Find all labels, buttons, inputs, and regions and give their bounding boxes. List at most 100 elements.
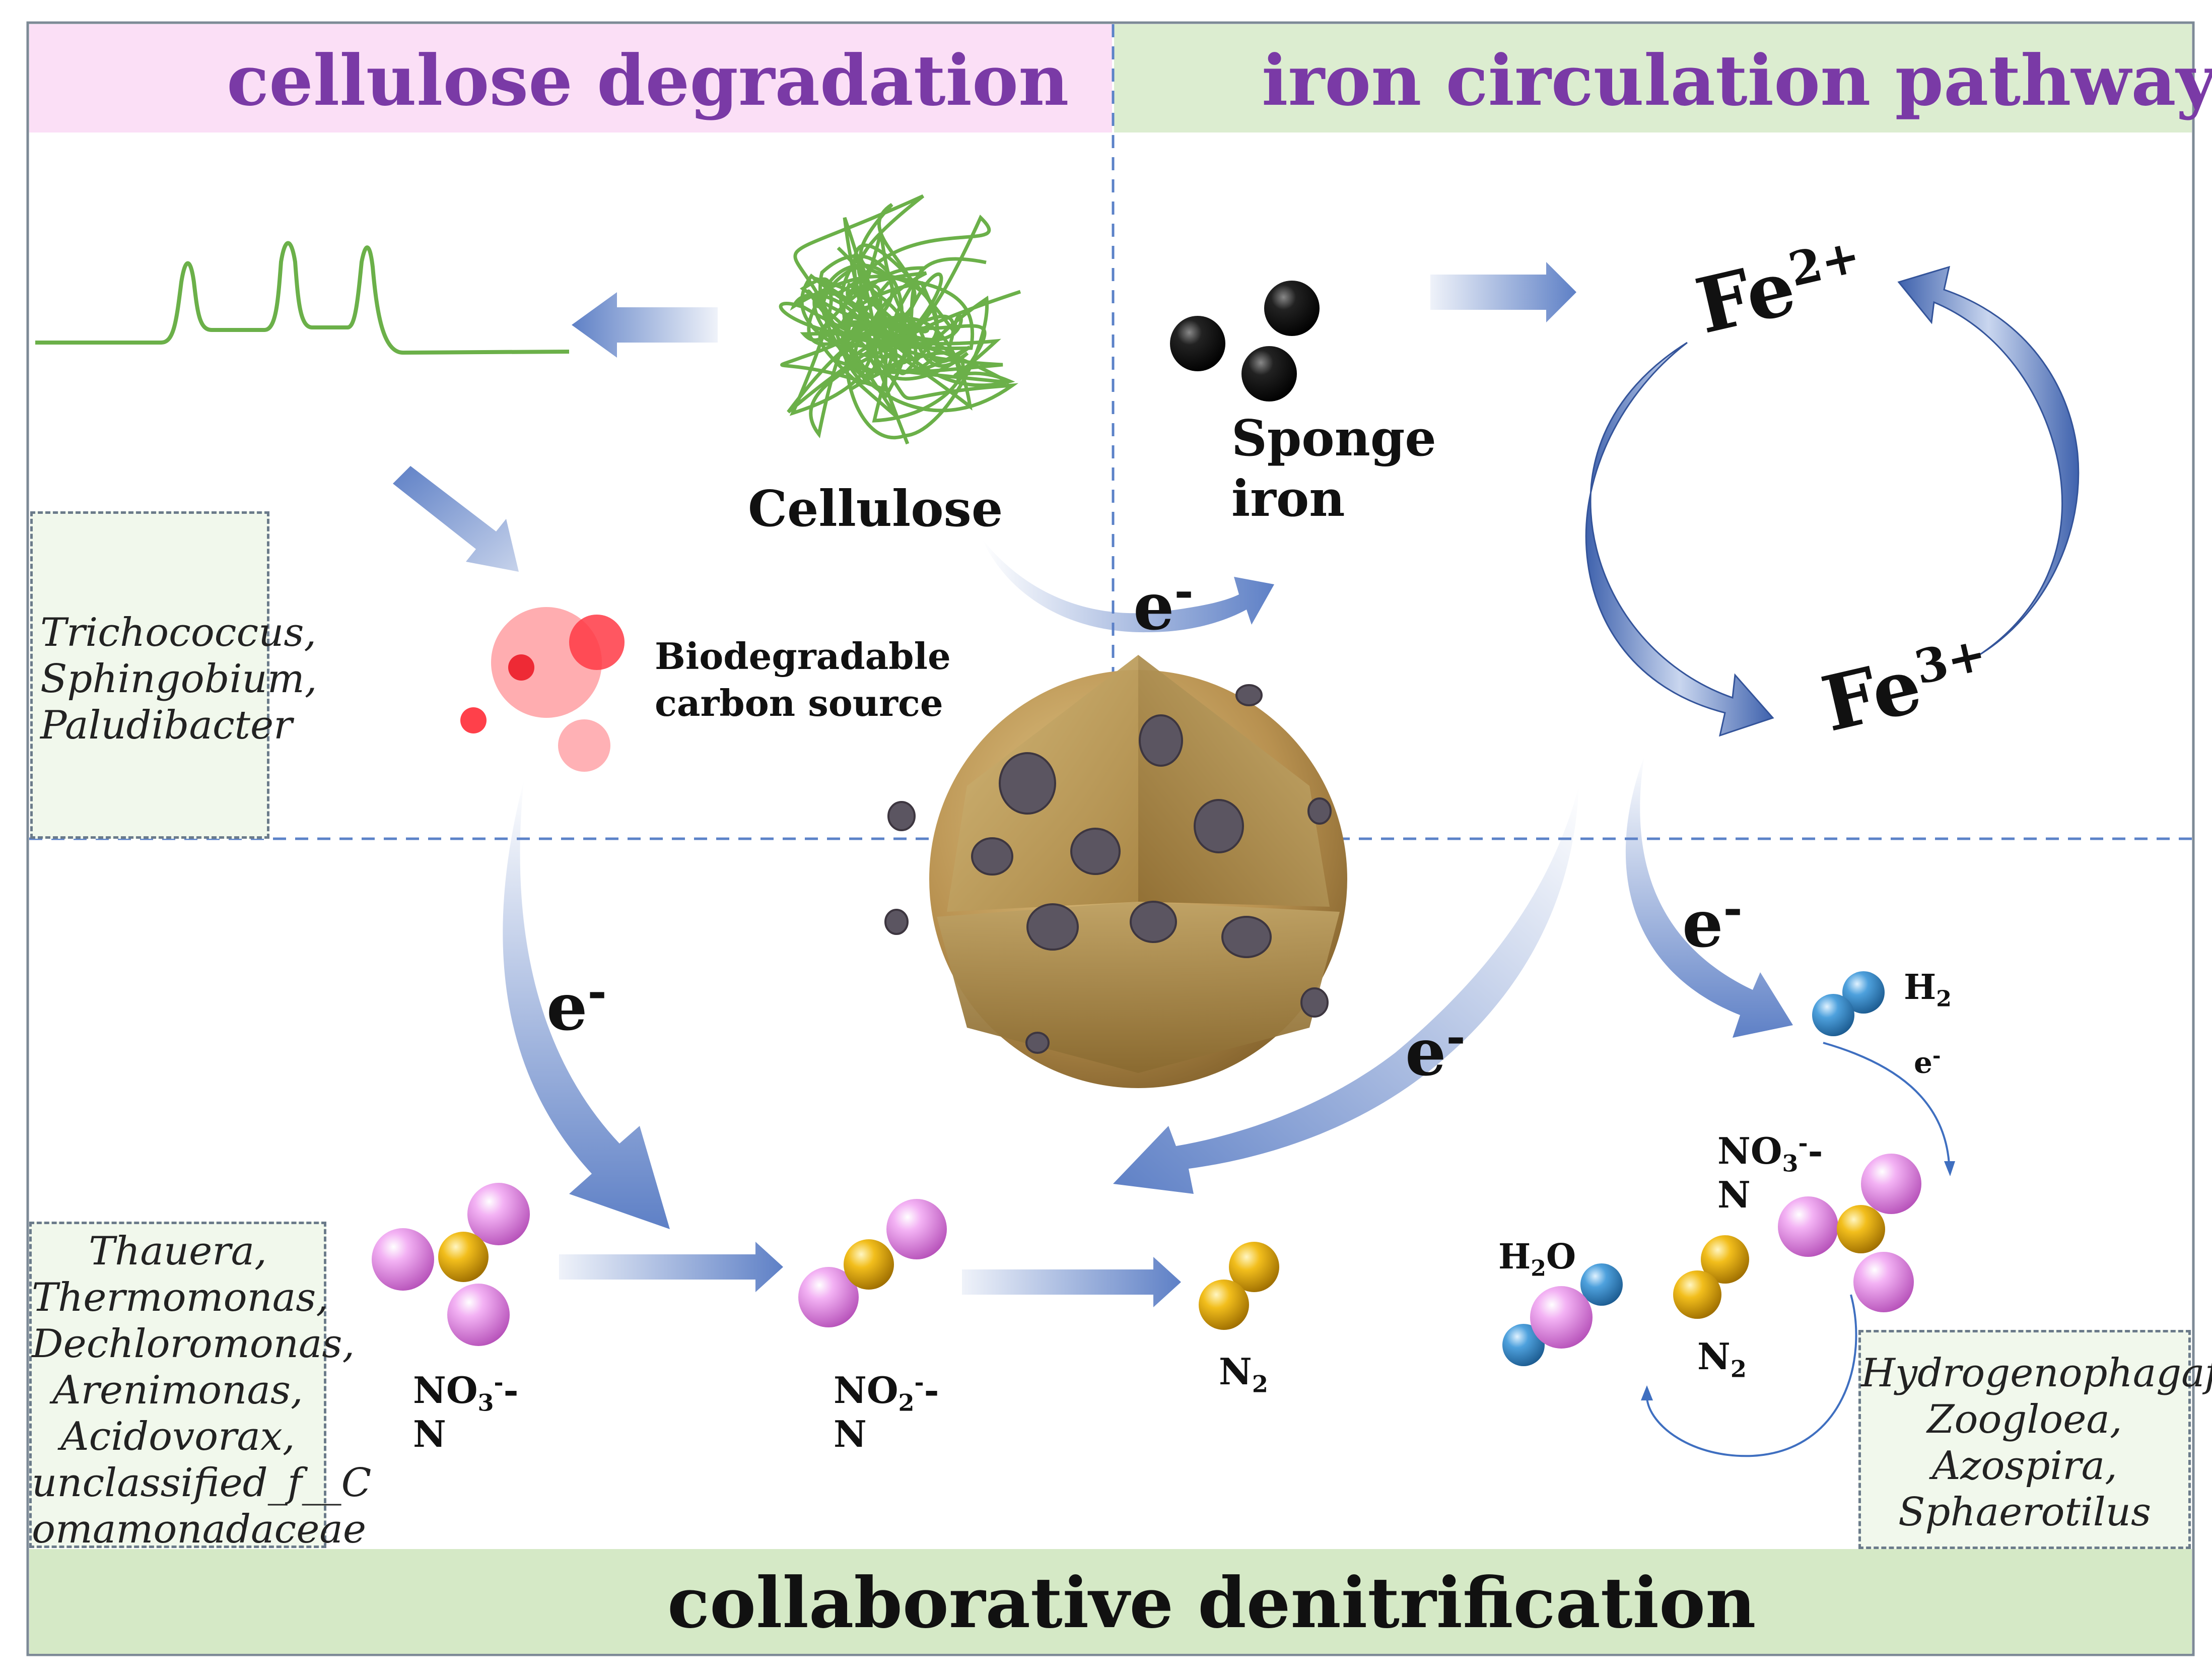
arrow-cellulose-to-peaks bbox=[572, 292, 718, 358]
carbon-source-label-line2: carbon source bbox=[655, 682, 943, 724]
electron-symbol: e bbox=[1405, 1015, 1446, 1091]
electron-label-carbon: e- bbox=[546, 967, 607, 1041]
bead-cross-section-icon bbox=[884, 655, 1347, 1088]
electron-charge: - bbox=[1723, 881, 1743, 935]
hydrogenotroph-species: Zoogloea, bbox=[1927, 1397, 2122, 1443]
cellulose-panel-title: cellulose degradation bbox=[227, 39, 1069, 121]
electron-label-cellulose: e- bbox=[1133, 567, 1194, 641]
electron-charge: - bbox=[1446, 1010, 1466, 1064]
h2-symbol: H bbox=[1904, 967, 1937, 1008]
sponge-iron-label-line2: iron bbox=[1231, 470, 1345, 528]
n2-molecule-right-icon bbox=[1673, 1235, 1749, 1319]
h2o-label: H2O bbox=[1498, 1239, 1576, 1281]
h2o-molecule-icon bbox=[1502, 1263, 1623, 1366]
cellulose-header-band bbox=[29, 24, 1112, 132]
denitrifier-species: Thauera, bbox=[89, 1229, 267, 1274]
no2-dash: - bbox=[924, 1369, 939, 1412]
degrader-species: Sphingobium, bbox=[40, 656, 317, 702]
no3-symbol: NO bbox=[413, 1369, 478, 1412]
denitrification-footer-band bbox=[29, 1549, 2192, 1654]
degraders-species-box: Trichococcus, Sphingobium, Paludibacter bbox=[30, 511, 317, 839]
no3-label-right: NO3-- N bbox=[1717, 1131, 1823, 1214]
electron-label-bead: e- bbox=[1405, 1013, 1466, 1087]
denitrifiers-species-box: Thauera, Thermomonas, Dechloromonas, Are… bbox=[29, 1222, 372, 1552]
h2-molecule-icon bbox=[1812, 971, 1885, 1036]
n2-subscript: 2 bbox=[1730, 1355, 1747, 1383]
n2-label-right: N2 bbox=[1697, 1337, 1747, 1381]
arrow-nitrate-to-n2 bbox=[1646, 1294, 1857, 1457]
cellulose-label: Cellulose bbox=[748, 480, 1003, 538]
denitrifier-species: omamonadaceae bbox=[32, 1507, 367, 1553]
denitrifier-species: unclassified_f__C bbox=[32, 1460, 372, 1506]
n2-subscript: 2 bbox=[1252, 1370, 1268, 1398]
h2-subscript: 2 bbox=[1936, 986, 1952, 1012]
no2-n: N bbox=[834, 1412, 867, 1455]
no3-molecule-right-icon bbox=[1778, 1154, 1921, 1312]
arrow-fe3-to-h2 bbox=[1625, 756, 1793, 1038]
no3-n: N bbox=[413, 1412, 446, 1455]
degrader-species: Paludibacter bbox=[40, 703, 293, 749]
sponge-iron-spheres-icon bbox=[1170, 281, 1320, 401]
carbon-source-label-line1: Biodegradable bbox=[655, 635, 951, 678]
no3-dash: - bbox=[1808, 1129, 1823, 1172]
denitrifier-species: Thermomonas, bbox=[32, 1275, 329, 1321]
no2-label: NO2-- N bbox=[834, 1370, 939, 1453]
cellulose-tangle-icon bbox=[779, 194, 1021, 445]
arrow-fe2-to-fe3 bbox=[1585, 342, 1774, 737]
electron-symbol: e bbox=[1133, 569, 1174, 645]
electron-symbol: e bbox=[1682, 886, 1723, 962]
arrow-h2-to-nitrate bbox=[1823, 1042, 1950, 1164]
no3-n: N bbox=[1717, 1173, 1751, 1216]
arrow-nitrate-to-nitrite bbox=[559, 1242, 783, 1292]
no2-symbol: NO bbox=[834, 1369, 898, 1412]
no2-charge: - bbox=[914, 1369, 924, 1396]
n2-molecule-icon bbox=[1199, 1242, 1279, 1330]
no2-molecule-icon bbox=[798, 1199, 947, 1327]
carbon-source-bubbles-icon bbox=[460, 607, 625, 772]
electron-symbol: e bbox=[546, 969, 588, 1045]
iron-header-band bbox=[1114, 24, 2192, 132]
arrow-bead-to-nitrite bbox=[1113, 786, 1579, 1194]
arrow-nitrate-to-n2-head bbox=[1641, 1385, 1653, 1400]
chromatogram-peaks-icon bbox=[35, 241, 570, 355]
degrader-species: Trichococcus, bbox=[40, 610, 317, 655]
iron-panel-title: iron circulation pathway bbox=[1262, 39, 2212, 121]
arrow-fe3-to-fe2 bbox=[1897, 265, 2080, 656]
hydrogenotroph-species: Azospira, bbox=[1932, 1443, 2117, 1489]
no3-charge: - bbox=[1798, 1129, 1808, 1157]
no3-symbol: NO bbox=[1717, 1129, 1782, 1172]
h2o-symbol-h: H bbox=[1498, 1237, 1531, 1277]
h2-label: H2 bbox=[1904, 967, 1952, 1012]
electron-label-h2: e- bbox=[1914, 1045, 1941, 1078]
electron-symbol: e bbox=[1914, 1045, 1932, 1080]
no3-charge: - bbox=[494, 1369, 504, 1396]
arrow-nitrite-to-n2 bbox=[962, 1257, 1181, 1307]
arrow-cellulose-to-iron bbox=[982, 539, 1274, 633]
denitrifier-species: Arenimonas, bbox=[52, 1368, 303, 1414]
no3-molecule-icon bbox=[372, 1183, 530, 1346]
arrow-h2-to-nitrate-head bbox=[1944, 1161, 1955, 1176]
electron-charge: - bbox=[587, 964, 607, 1019]
no3-label-left: NO3-- N bbox=[413, 1370, 519, 1453]
h2o-symbol-o: O bbox=[1546, 1237, 1576, 1277]
outer-frame bbox=[26, 21, 2195, 1656]
electron-label-fe3: e- bbox=[1682, 884, 1743, 958]
arrow-carbon-to-nitrite bbox=[503, 781, 670, 1229]
cellulose-strand bbox=[789, 275, 1021, 418]
denitrifier-species: Dechloromonas, bbox=[32, 1321, 355, 1367]
denitrifier-species: Acidovorax, bbox=[60, 1414, 295, 1460]
n2-symbol: N bbox=[1697, 1335, 1731, 1378]
n2-symbol: N bbox=[1219, 1350, 1252, 1393]
electron-charge: - bbox=[1932, 1044, 1941, 1067]
h2o-subscript: 2 bbox=[1531, 1255, 1546, 1282]
n2-label-left: N2 bbox=[1219, 1353, 1268, 1396]
hydrogenotrophs-species-box: Hydrogenophagafen Zoogloea, Azospira, Sp… bbox=[1858, 1330, 2212, 1549]
no3-subscript: 3 bbox=[1782, 1150, 1799, 1177]
arrow-iron-to-fe2 bbox=[1430, 262, 1576, 322]
no2-subscript: 2 bbox=[898, 1389, 915, 1417]
no3-dash: - bbox=[503, 1369, 519, 1412]
no3-subscript: 3 bbox=[477, 1389, 494, 1417]
denitrification-footer-title: collaborative denitrification bbox=[667, 1562, 1756, 1644]
